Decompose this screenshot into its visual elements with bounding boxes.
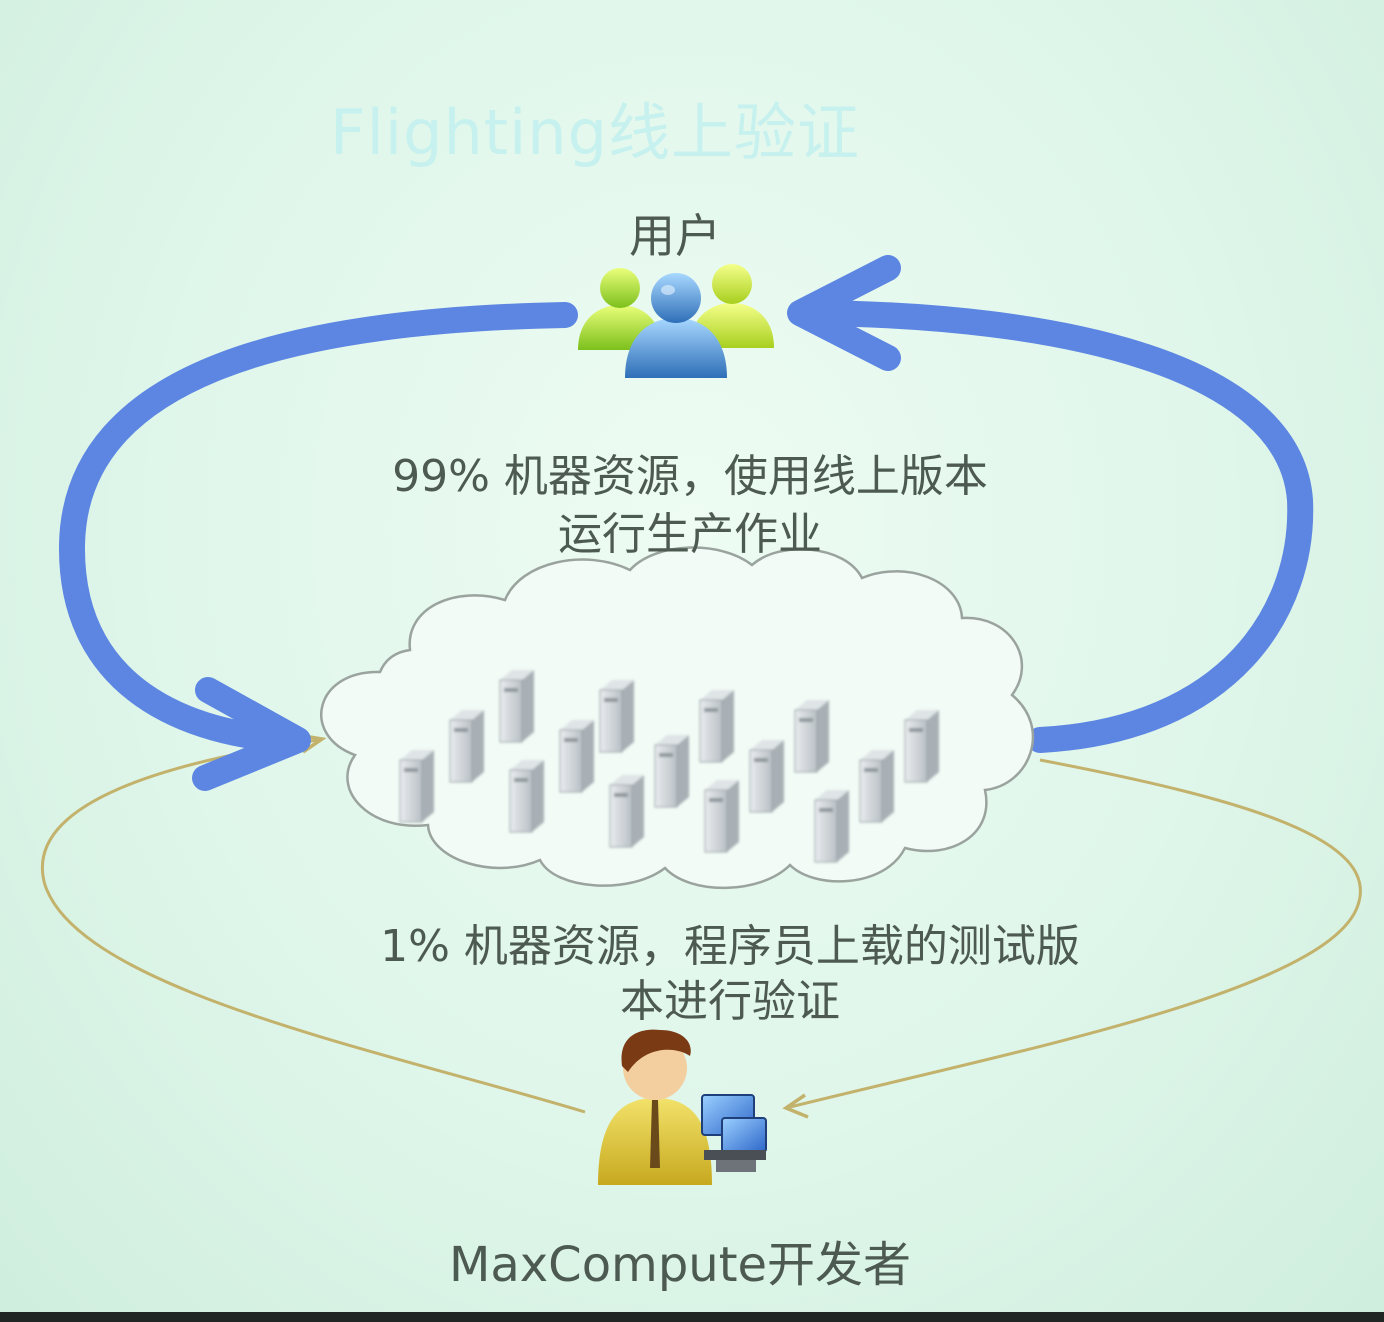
left-blue-arrowhead <box>192 677 311 791</box>
testing-description-line1: 1% 机器资源，程序员上载的测试版 <box>380 921 1080 972</box>
server-tower-icon <box>609 775 644 848</box>
server-tower-icon <box>599 680 634 753</box>
developer-label: MaxCompute开发者 <box>448 1237 912 1293</box>
testing-description-line2: 本进行验证 <box>620 976 840 1027</box>
users-label: 用户 <box>629 209 721 263</box>
left-blue-curve <box>58 302 578 753</box>
server-tower-icon <box>859 750 894 823</box>
server-tower-icon <box>904 710 939 783</box>
server-tower-icon <box>704 780 739 853</box>
server-cluster <box>399 670 939 863</box>
cloud-shape <box>320 546 1035 890</box>
right-tan-curve <box>789 758 1362 1109</box>
right-blue-curve <box>797 300 1314 753</box>
slide-title: Flighting线上验证 <box>330 96 860 169</box>
server-tower-icon <box>814 790 849 863</box>
production-description-line2: 运行生产作业 <box>558 509 822 560</box>
production-description-line1: 99% 机器资源，使用线上版本 <box>392 451 988 502</box>
users-group-icon <box>578 264 774 378</box>
right-blue-arrowhead <box>787 255 901 371</box>
server-tower-icon <box>399 750 434 823</box>
server-tower-icon <box>794 700 829 773</box>
bottom-edge <box>0 1312 1384 1322</box>
server-tower-icon <box>449 710 484 783</box>
production-loop <box>58 255 1314 791</box>
server-tower-icon <box>699 690 734 763</box>
server-tower-icon <box>509 760 544 833</box>
right-tan-arrowhead <box>782 1093 809 1119</box>
server-tower-icon <box>654 735 689 808</box>
left-tan-curve <box>41 738 586 1114</box>
server-tower-icon <box>559 720 594 793</box>
developer-at-computer-icon <box>598 1029 767 1185</box>
server-tower-icon <box>749 740 784 813</box>
server-tower-icon <box>499 670 534 743</box>
